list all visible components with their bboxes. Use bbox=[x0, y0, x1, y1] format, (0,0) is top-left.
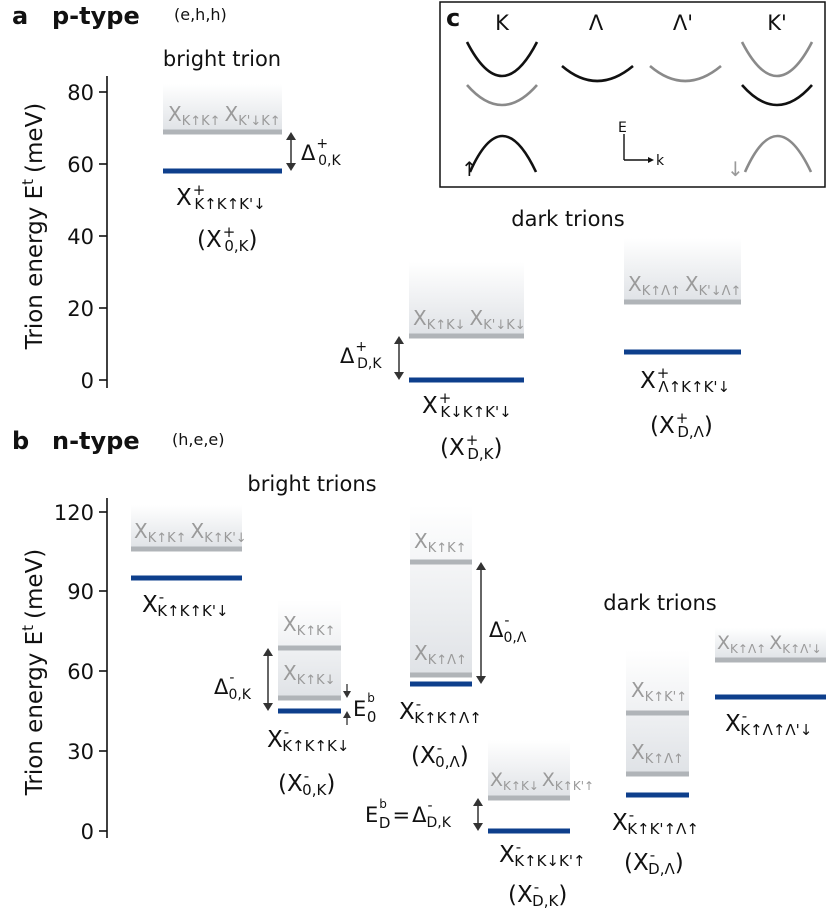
a-dark-trion-k: XK↑K↓XK'↓K↓ Δ+D,K X+K↓K↑K'↓ (X+D,K) bbox=[340, 262, 526, 463]
trion-name: X+K↓K↑K'↓ bbox=[422, 389, 512, 421]
gap-label: Δ-0,Λ bbox=[489, 613, 527, 646]
trion-name: X-K↑K↑Λ↑ bbox=[399, 695, 482, 727]
panel-b-subtitle: (h,e,e) bbox=[172, 430, 224, 449]
trion-alias: (X-0,Λ) bbox=[411, 739, 469, 771]
panel-a-tick-label: 60 bbox=[67, 153, 94, 177]
panel-b-letter: b bbox=[12, 427, 29, 455]
trion-name: X-K↑K↑K'↓ bbox=[142, 588, 229, 620]
trion-name: X+Λ↑K↑K'↓ bbox=[640, 364, 730, 396]
b-bright-trion-1: XK↑K↑XK↑K'↓ X-K↑K↑K'↓ bbox=[131, 505, 247, 620]
trion-alias: (X-0,K) bbox=[278, 767, 335, 799]
panel-a-letter: a bbox=[12, 2, 28, 30]
trion-alias: (X-D,Λ) bbox=[624, 846, 684, 878]
panel-b-ticks: 120 90 60 30 0 bbox=[54, 501, 107, 844]
panel-a-ticks: 80 60 40 20 0 bbox=[67, 81, 107, 393]
continuum-label: XK↑K↑XK'↓K↑ bbox=[168, 102, 281, 129]
k-valence-band bbox=[468, 134, 538, 173]
b-dark-trion-lambda: XK↑K'↑ XK↑Λ↑ X-K↑K'↑Λ↑ (X-D,Λ) bbox=[612, 650, 699, 878]
panel-c-frame bbox=[439, 1, 826, 188]
lambda-prime-band bbox=[649, 65, 722, 83]
kprime-conduction-lower-band bbox=[741, 84, 813, 107]
panel-a-dark-header: dark trions bbox=[511, 207, 624, 231]
panel-a-title: p-type bbox=[52, 2, 140, 30]
panel-b-tick-label: 0 bbox=[81, 820, 94, 844]
continuum-label: XK↑Λ↑XK↑Λ'↓ bbox=[717, 632, 822, 656]
panel-b-title: n-type bbox=[52, 427, 140, 455]
panel-b-tick-label: 90 bbox=[67, 580, 94, 604]
lambda-band bbox=[561, 65, 634, 83]
spin-up-arrow: ↑ bbox=[461, 157, 478, 181]
panel-a-tick-label: 0 bbox=[81, 369, 94, 393]
panel-b-tick-label: 60 bbox=[67, 660, 94, 684]
trion-name: X-K↑K↑K↓ bbox=[267, 723, 349, 755]
e-axis-label: E bbox=[618, 120, 627, 136]
trion-name: X-K↑K'↑Λ↑ bbox=[612, 806, 699, 838]
continuum-label: XK↑K'↑ bbox=[631, 678, 687, 705]
k-axis-label: k bbox=[656, 153, 665, 169]
continuum-label: XK↑K↑XK↑K'↓ bbox=[134, 519, 247, 546]
trion-alias: (X-D,K) bbox=[508, 878, 567, 910]
trion-name: X-K↑K↓K'↑ bbox=[499, 838, 586, 870]
b-dark-trion-lambda-lambda: XK↑Λ↑XK↑Λ'↓ X-K↑Λ↑Λ'↓ bbox=[715, 628, 826, 739]
panel-b-bright-header: bright trions bbox=[247, 472, 376, 496]
continuum-label: XK↑K↓ bbox=[283, 661, 336, 688]
k-conduction-lower-band bbox=[466, 84, 538, 107]
continuum-label: XK↑Λ↑XK'↓Λ↑ bbox=[628, 272, 741, 299]
panel-b-tick-label: 120 bbox=[54, 501, 94, 525]
kprime-conduction-upper-band bbox=[740, 41, 814, 78]
k-conduction-upper-band bbox=[465, 41, 539, 78]
panel-c-letter: c bbox=[446, 4, 460, 32]
spin-down-arrow: ↓ bbox=[727, 157, 744, 181]
continuum-label: XK↑K↑ bbox=[414, 529, 467, 556]
panel-b: b n-type (h,e,e) Trion energy Et(meV) 12… bbox=[12, 427, 826, 910]
kprime-valence-band bbox=[743, 134, 813, 173]
continuum-label: XK↑K↑ bbox=[283, 612, 336, 639]
panel-b-tick-label: 30 bbox=[67, 740, 94, 764]
trion-alias: (X+D,K) bbox=[440, 431, 502, 463]
panel-a-ylabel: Trion energy Et(meV) bbox=[19, 103, 48, 351]
panel-a-tick-label: 80 bbox=[67, 81, 94, 105]
trion-name: X+K↑K↑K'↓ bbox=[176, 181, 266, 213]
panel-a-tick-label: 40 bbox=[67, 225, 94, 249]
panel-a-subtitle: (e,h,h) bbox=[174, 5, 227, 24]
panel-a: a p-type (e,h,h) Trion energy Et(meV) 80… bbox=[12, 2, 741, 463]
panel-c: c K Λ Λ' K' ↑ E k ↓ bbox=[439, 1, 826, 188]
panel-a-bright-header: bright trion bbox=[163, 47, 281, 71]
trion-alias: (X+0,K) bbox=[197, 223, 257, 255]
panel-a-tick-label: 20 bbox=[67, 297, 94, 321]
continuum-label: XK↑Λ↑ bbox=[414, 641, 467, 668]
trion-alias: (X+D,Λ) bbox=[650, 409, 713, 441]
a-bright-trion: XK↑K↑XK'↓K↑ Δ+0,K X+K↑K↑K'↓ (X+0,K) bbox=[163, 84, 341, 255]
continuum-label: XK↑K↓XK↑K'↑ bbox=[490, 769, 594, 793]
gap-label: Δ-0,K bbox=[214, 670, 252, 703]
continuum-label: XK↑Λ↑ bbox=[631, 740, 684, 767]
continuum-label: XK↑K↓XK'↓K↓ bbox=[413, 306, 526, 333]
gap-label: Δ+0,K bbox=[301, 136, 341, 169]
panel-b-dark-header: dark trions bbox=[603, 591, 716, 615]
gap-label: Δ+D,K bbox=[340, 339, 382, 372]
trion-name: X-K↑Λ↑Λ'↓ bbox=[725, 707, 812, 739]
valley-label-lambda: Λ bbox=[589, 11, 604, 35]
valley-label-lambda-prime: Λ' bbox=[673, 11, 693, 35]
panel-b-ylabel: Trion energy Et(meV) bbox=[19, 549, 48, 797]
valley-label-k: K bbox=[495, 11, 510, 35]
b-bright-trion-3: XK↑K↑ XK↑Λ↑ Δ-0,Λ X-K↑K↑Λ↑ (X-0,Λ) bbox=[399, 505, 527, 771]
valley-label-k-prime: K' bbox=[767, 11, 787, 35]
a-dark-trion-lambda: XK↑Λ↑XK'↓Λ↑ X+Λ↑K↑K'↓ (X+D,Λ) bbox=[624, 238, 741, 441]
